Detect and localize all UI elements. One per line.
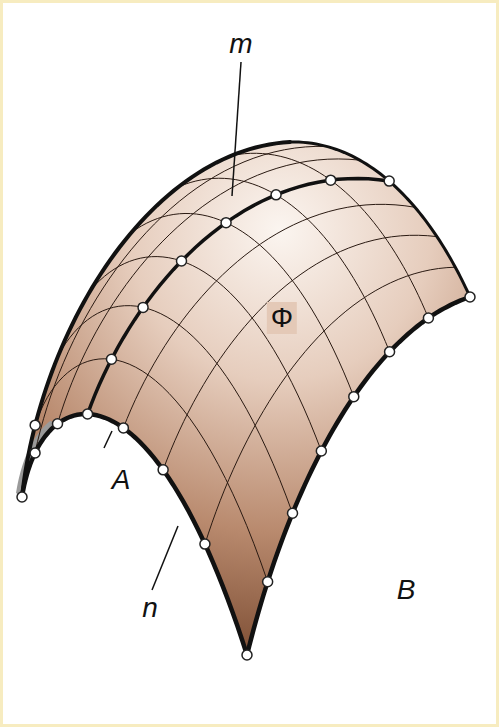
grid-line bbox=[205, 267, 455, 544]
curve-label: n bbox=[142, 594, 158, 622]
surface-fill bbox=[22, 142, 470, 655]
surface-point bbox=[177, 256, 187, 266]
surface-point bbox=[326, 175, 336, 185]
grid-line bbox=[123, 204, 415, 428]
curve-label: m bbox=[229, 30, 252, 58]
curve-m bbox=[88, 178, 390, 414]
grid-line bbox=[232, 153, 428, 318]
point-label: B bbox=[397, 576, 416, 604]
surface-point bbox=[53, 419, 63, 429]
surface-edge bbox=[22, 142, 290, 497]
leader-line bbox=[104, 431, 112, 448]
surface-point bbox=[316, 446, 326, 456]
surface-point bbox=[423, 313, 433, 323]
surface-point bbox=[158, 465, 168, 475]
surface-point bbox=[83, 409, 93, 419]
grid-line bbox=[91, 257, 321, 451]
surface-point bbox=[385, 347, 395, 357]
grid-line bbox=[131, 213, 353, 396]
surface-point bbox=[384, 176, 394, 186]
surface-point bbox=[200, 539, 210, 549]
surface-edge bbox=[290, 142, 470, 297]
surface-point bbox=[17, 492, 27, 502]
grid-line bbox=[59, 306, 293, 514]
leader-line bbox=[152, 526, 178, 590]
grid-line bbox=[88, 178, 390, 414]
grid-line bbox=[163, 235, 437, 470]
point-label: A bbox=[112, 466, 131, 494]
surface-point bbox=[465, 292, 475, 302]
surface-point bbox=[30, 420, 40, 430]
surface-point bbox=[349, 392, 359, 402]
leader-line bbox=[232, 62, 241, 196]
grid-line bbox=[58, 159, 360, 424]
surface-point bbox=[242, 650, 252, 660]
surface-label: Φ bbox=[267, 302, 297, 334]
surface-point bbox=[106, 354, 116, 364]
surface-edge bbox=[22, 414, 247, 655]
surface-point bbox=[288, 508, 298, 518]
surface-point bbox=[118, 423, 128, 433]
surface-edge bbox=[247, 297, 470, 655]
surface-point bbox=[30, 448, 40, 458]
surface-point bbox=[138, 302, 148, 312]
surface-point bbox=[221, 218, 231, 228]
surface-point bbox=[271, 190, 281, 200]
grid-line bbox=[35, 359, 267, 582]
surface-point bbox=[263, 577, 273, 587]
